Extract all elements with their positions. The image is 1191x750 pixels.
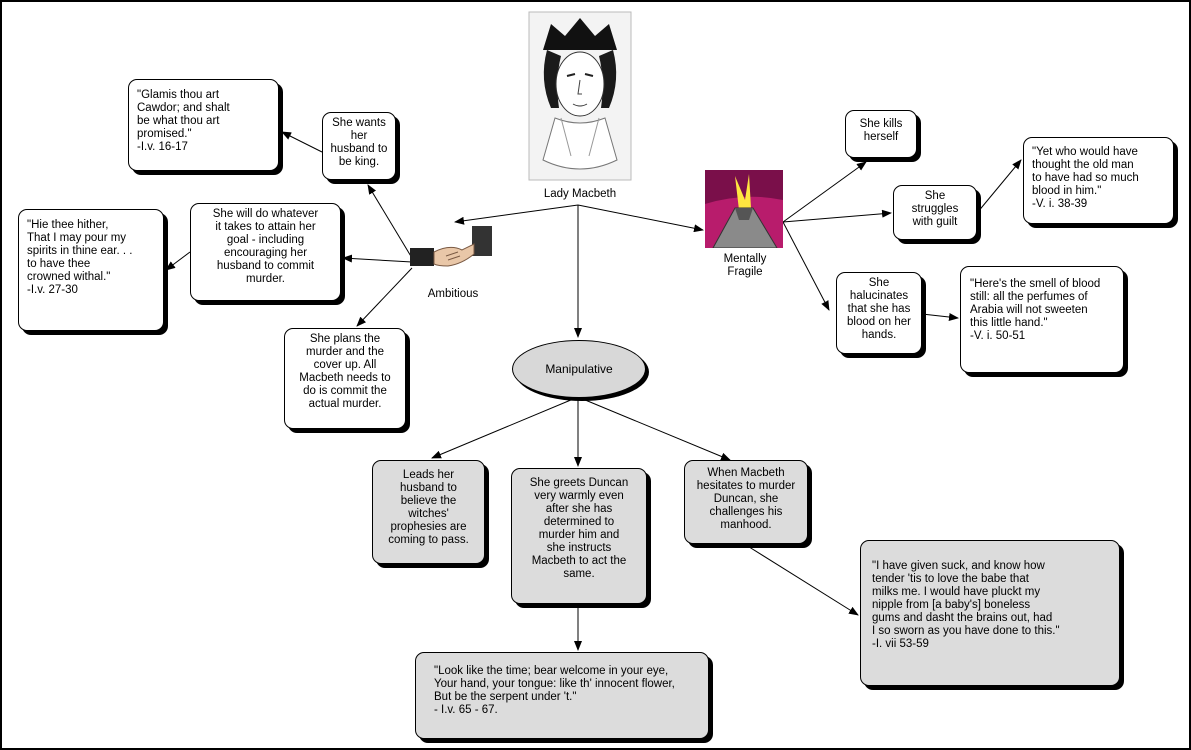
node-leads-husband: Leads her husband to believe the witches…	[372, 460, 485, 564]
quote-hie-thee-hither: "Hie thee hither, That I may pour my spi…	[18, 209, 164, 331]
ambitious-label: Ambitious	[427, 288, 479, 300]
arrow-to-glamis	[281, 131, 323, 153]
quote-given-suck: "I have given suck, and know how tender …	[860, 540, 1120, 686]
node-wants-king: She wants her husband to be king.	[322, 112, 396, 180]
handshake-icon	[410, 226, 492, 267]
quote-smell-of-blood: "Here's the smell of blood still: all th…	[960, 266, 1124, 373]
node-do-whatever: She will do whatever it takes to attain …	[190, 203, 341, 301]
node-greets-duncan: She greets Duncan very warmly even after…	[511, 468, 647, 604]
arrow-to-ambitious	[454, 204, 579, 225]
arrow-to-suck	[745, 544, 859, 616]
arrow-to-hie	[165, 251, 191, 271]
quote-look-like-the-time: "Look like the time; bear welcome in you…	[415, 652, 709, 739]
arrow-to-leads	[431, 396, 579, 459]
node-challenges-manhood: When Macbeth hesitates to murder Duncan,…	[684, 460, 808, 544]
lady-macbeth-label: Lady Macbeth	[543, 188, 617, 200]
quote-glamis: "Glamis thou art Cawdor; and shalt be wh…	[128, 79, 279, 171]
mentally-fragile-label: Mentally Fragile	[723, 253, 767, 278]
arrow-to-halucinates	[782, 221, 830, 311]
arrow-to-smell	[921, 313, 959, 321]
node-halucinates: She halucinates that she has blood on he…	[836, 272, 922, 354]
node-kills-herself: She kills herself	[845, 110, 917, 158]
volcano-icon	[705, 170, 783, 248]
arrow-to-old-man	[976, 159, 1022, 214]
arrow-to-whatever	[342, 254, 413, 263]
node-plans-murder: She plans the murder and the cover up. A…	[284, 328, 406, 429]
arrow-to-kills	[782, 161, 867, 223]
arrow-to-fragile	[577, 204, 704, 233]
lady-macbeth-portrait-icon	[528, 11, 632, 181]
manipulative-oval: Manipulative	[512, 340, 646, 398]
arrow-to-hesitates	[577, 396, 731, 461]
arrow-to-wants-king	[367, 184, 413, 259]
node-struggles-guilt: She struggles with guilt	[893, 185, 977, 240]
arrow-to-plans	[356, 267, 413, 327]
arrow-to-guilt	[782, 209, 892, 223]
quote-old-man: "Yet who would have thought the old man …	[1023, 137, 1174, 224]
